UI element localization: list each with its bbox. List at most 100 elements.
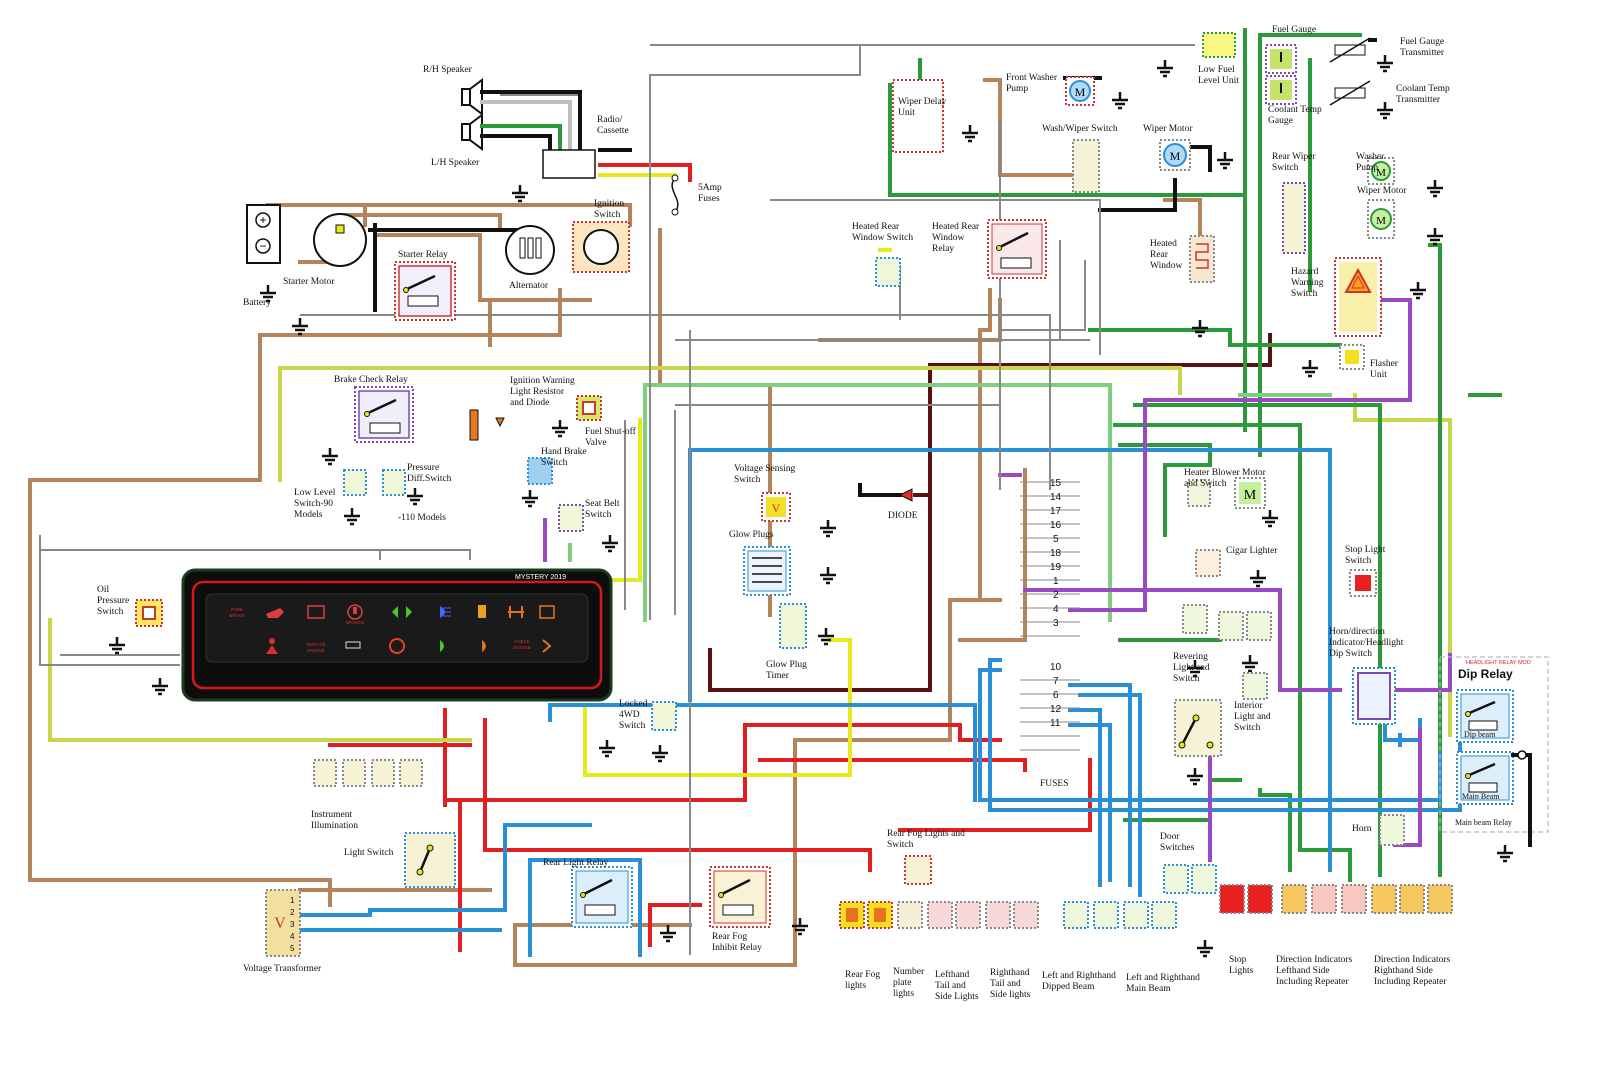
label-line: Dip Switch (1329, 649, 1372, 659)
label-line: Coolant Temp (1396, 84, 1450, 94)
label-line: Stop (1229, 955, 1247, 965)
stop-light-1 (1219, 884, 1245, 914)
label-line: Transmitter (1400, 48, 1445, 58)
label-line: R/H Speaker (423, 65, 473, 75)
label-wiper-motor: Wiper Motor (1143, 124, 1193, 134)
label-brake-check-relay: Brake Check Relay (334, 375, 408, 385)
label-line: Starter Relay (398, 250, 448, 260)
label-line: Including Repeater (1374, 977, 1447, 987)
label-line: Interior (1234, 701, 1263, 711)
label-line: 5Amp (698, 183, 722, 193)
label-line: Timer (766, 671, 790, 681)
fuse-5: 5 (1053, 534, 1059, 545)
svg-text:V: V (772, 501, 781, 515)
direction-indicator-lamps (1281, 884, 1453, 914)
front-fog-icon (482, 640, 486, 652)
diode-symbol (898, 488, 913, 502)
label-line: Rear Fog Lights and (887, 829, 965, 839)
label-line: Dipped Beam (1042, 982, 1095, 992)
heater-blower-box: M (1187, 477, 1266, 509)
starter-motor-icon (313, 213, 367, 267)
label-line: Dip Relay (1458, 667, 1513, 681)
fuse-15: 15 (1050, 478, 1062, 489)
relay-diode-icon (1517, 750, 1527, 760)
label-main-beam-relay: Main beam Relay (1455, 818, 1512, 827)
fuse-7: 7 (1053, 676, 1059, 687)
svg-text:+: + (259, 213, 266, 227)
label-line: Ignition (594, 199, 624, 209)
label-line: Washer (1356, 152, 1385, 162)
light-switch-box (404, 832, 456, 888)
label-line: Oil (97, 585, 110, 595)
low-level-switch (343, 469, 367, 496)
label-line: Tail and (990, 979, 1021, 989)
label-line: Ignition Warning (510, 376, 575, 386)
fuel-icon (478, 605, 486, 618)
label-line: Window (1150, 261, 1182, 271)
label-line: Switch (734, 475, 761, 485)
label-rh-speaker: R/H Speaker (423, 65, 473, 75)
interior-light-switch (1242, 672, 1268, 700)
label-line: Righthand Side (1374, 966, 1433, 976)
battery-warning-icon (307, 605, 325, 619)
svg-text:ENGINE: ENGINE (307, 648, 324, 653)
oil-pressure-switch-box (135, 599, 163, 627)
fuse-2: 2 (1053, 590, 1059, 601)
label-line: lights (893, 989, 914, 999)
label-line: Rear (1150, 250, 1169, 260)
label-line: Cassette (597, 126, 629, 136)
label-cigar-lighter: Cigar Lighter (1226, 546, 1278, 556)
label-light-switch: Light Switch (344, 848, 394, 858)
label-line: Voltage Transformer (243, 963, 322, 974)
label-line: Switch (541, 458, 568, 468)
label-line: Seat Belt (585, 499, 620, 509)
label-horn: Horn (1352, 824, 1372, 834)
label-line: Stop Light (1345, 545, 1386, 555)
label-line: Level Unit (1198, 76, 1239, 86)
label-line: Relay (932, 244, 954, 254)
label-line: 4WD (619, 710, 640, 720)
brake-warning-icon (347, 604, 363, 620)
rear-wiper-switch-box (1282, 182, 1306, 254)
label-line: Gauge (1268, 116, 1293, 126)
hand-brake-switch (527, 457, 553, 485)
label-line: Switch (1345, 556, 1372, 566)
heated-rear-switch-box (875, 257, 901, 287)
fuse-4: 4 (1053, 604, 1059, 615)
brakes-label: BRAKES (346, 620, 364, 625)
cigar-lighter-box (1195, 549, 1221, 577)
label-line: Main beam Relay (1455, 818, 1512, 827)
vt-pin-4: 4 (290, 932, 295, 941)
headlight-relay-mod-area (1439, 656, 1549, 833)
label-line: Lights (1229, 966, 1254, 976)
dipped-beam-icon (440, 640, 444, 652)
label-line: Side Lights (935, 992, 979, 1002)
label-line: Voltage Sensing (734, 464, 796, 474)
warning-diode (495, 417, 505, 428)
label-line: Rear Wiper (1272, 152, 1316, 162)
wait-icon (542, 639, 552, 653)
label-110-models: -110 Models (398, 513, 446, 523)
label-line: Light and (1234, 712, 1271, 722)
label-line: Light and (1173, 663, 1210, 673)
label-line: Switch (887, 840, 914, 850)
wash-wiper-switch-box (1072, 139, 1100, 193)
svg-text:M: M (1376, 167, 1386, 179)
rear-fog-inhibit-relay-box (709, 866, 771, 928)
fuse-10: 10 (1050, 662, 1062, 673)
label-line: Heater Blower Motor (1184, 468, 1267, 478)
